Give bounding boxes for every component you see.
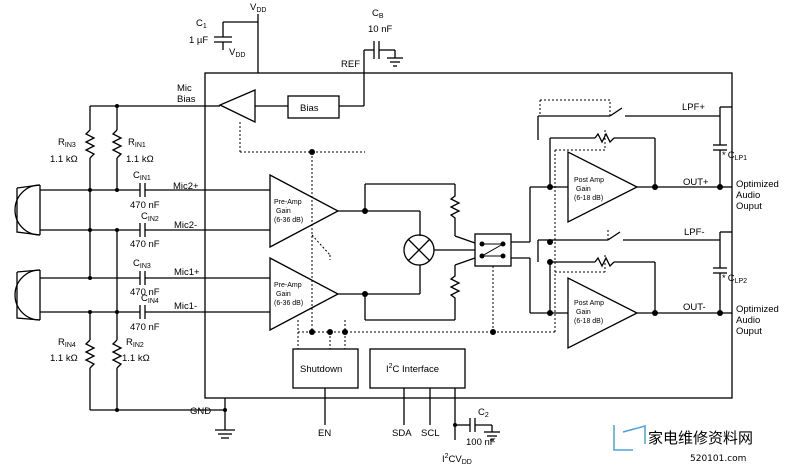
- ic-outline: [204, 72, 733, 399]
- mic1-capsule: [14, 269, 41, 321]
- rin2-value: 1.1 kΩ: [122, 353, 150, 364]
- postamp-top-l2: Gain: [576, 186, 591, 193]
- cb-name: CB: [372, 8, 384, 20]
- scl-label: SCL: [421, 428, 439, 439]
- out-top-l3: Ouput: [736, 201, 762, 212]
- c2-value: 100 nF: [466, 437, 496, 448]
- mic-bias-buffer: [218, 89, 256, 124]
- mic1n-label: Mic1-: [174, 301, 197, 312]
- lpf-p-label: LPF+: [682, 102, 705, 113]
- c1-vdd: VDD: [229, 47, 245, 59]
- watermark-url: 520101.com: [690, 454, 746, 464]
- preamp-bottom: [269, 256, 340, 332]
- lpf-n-label: LPF-: [684, 227, 705, 238]
- preamp-top-l3: (6-36 dB): [274, 217, 303, 224]
- cin2-value: 470 nF: [130, 239, 160, 250]
- out-bot-l2: Audio: [736, 315, 760, 326]
- cin2-name: CIN2: [141, 211, 159, 223]
- out-bot-l1: Optimized: [736, 304, 779, 315]
- rin1-value: 1.1 kΩ: [126, 154, 154, 165]
- mic2p-label: Mic2+: [173, 181, 199, 192]
- cin3-value: 470 nF: [130, 287, 160, 298]
- out-top-l2: Audio: [736, 190, 760, 201]
- preamp-bot-l3: (6-36 dB): [274, 300, 303, 307]
- cb-value: 10 nF: [368, 24, 392, 35]
- mic-bias-label-2: Bias: [177, 94, 196, 105]
- watermark: 家电维修资料网 520101.com: [613, 425, 753, 464]
- preamp-top: [269, 173, 340, 249]
- clp2-label: *CLP2: [722, 273, 747, 285]
- c2-name: C2: [478, 407, 489, 419]
- sda-label: SDA: [392, 428, 412, 439]
- preamp-top-l2: Gain: [276, 208, 291, 215]
- postamp-top-l1: Post Amp: [574, 177, 604, 184]
- preamp-bot-l1: Pre-Amp: [274, 282, 302, 289]
- rin3-name: RIN3: [58, 137, 76, 149]
- mic2n-label: Mic2-: [174, 220, 197, 231]
- postamp-bot-l1: Post Amp: [574, 300, 604, 307]
- rin2-name: RIN2: [126, 337, 144, 349]
- cin4-name: CIN4: [141, 293, 159, 305]
- gnd-label: GND: [190, 406, 211, 417]
- cin1-name: CIN1: [133, 170, 151, 182]
- preamp-top-l1: Pre-Amp: [274, 199, 302, 206]
- c1-value: 1 µF: [189, 35, 208, 46]
- rin3-value: 1.1 kΩ: [50, 154, 78, 165]
- bias-block-label: Bias: [300, 103, 319, 114]
- mic-bias-label-1: Mic: [177, 83, 192, 94]
- mic1p-label: Mic1+: [174, 267, 200, 278]
- clp1-label: *CLP1: [722, 150, 747, 162]
- postamp-bot-l3: (6-18 dB): [574, 318, 603, 325]
- postamp-top-l3: (6-18 dB): [574, 195, 603, 202]
- out-top-l1: Optimized: [736, 179, 779, 190]
- vdd-label: VDD: [250, 2, 266, 14]
- i2cvdd-label: I2CVDD: [442, 453, 472, 466]
- cin4-value: 470 nF: [130, 322, 160, 333]
- i2c-block: [369, 348, 466, 389]
- preamp-bot-l2: Gain: [276, 291, 291, 298]
- postamp-bot-l2: Gain: [576, 309, 591, 316]
- cin1-value: 470 nF: [130, 200, 160, 211]
- bias-block: [287, 95, 340, 119]
- watermark-logo-icon: [613, 425, 646, 451]
- rin4-value: 1.1 kΩ: [50, 353, 78, 364]
- rin1-name: RIN1: [128, 137, 146, 149]
- rin4-name: RIN4: [58, 337, 76, 349]
- out-p-label: OUT+: [683, 177, 709, 188]
- en-label: EN: [318, 428, 331, 439]
- watermark-logo: 家电维修资料网: [648, 429, 753, 447]
- c1-name: C1: [196, 18, 207, 30]
- mic2-capsule: [14, 184, 41, 236]
- i2c-label: I2C Interface: [386, 363, 439, 375]
- ref-label: REF: [341, 59, 360, 70]
- out-n-label: OUT-: [683, 302, 706, 313]
- cin3-name: CIN3: [133, 258, 151, 270]
- out-bot-l3: Ouput: [736, 326, 762, 337]
- shutdown-label: Shutdown: [300, 364, 342, 375]
